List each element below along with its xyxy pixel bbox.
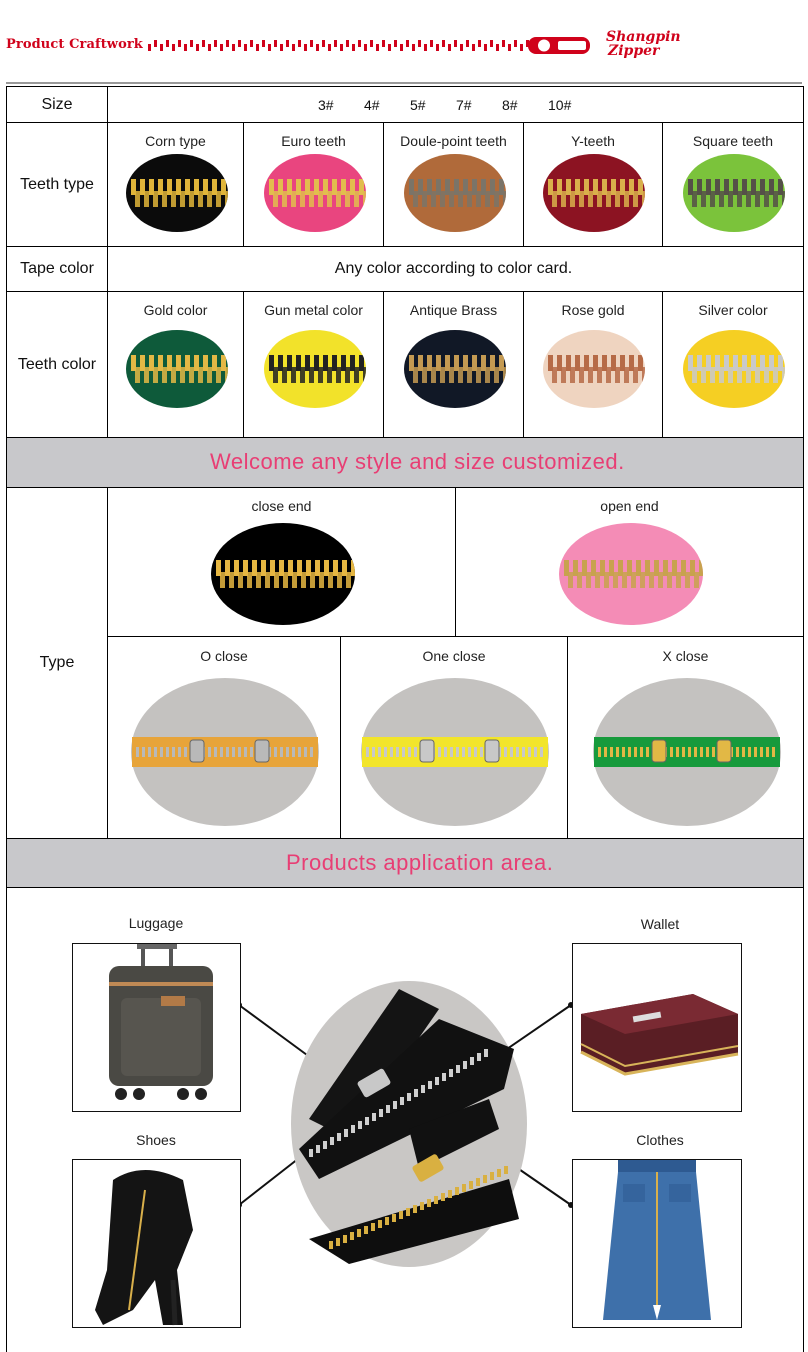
teeth-color-image: [125, 330, 228, 408]
shoes-image: [72, 1159, 241, 1328]
luggage-image: [72, 943, 241, 1112]
customization-banner: Welcome any style and size customized.: [6, 437, 804, 488]
luggage-icon: [109, 944, 213, 1100]
teeth-type-name: Doule-point teeth: [400, 133, 507, 149]
clothes-label: Clothes: [636, 1132, 684, 1148]
size-value: 4#: [364, 97, 380, 113]
teeth-color-cell: Gun metal color: [243, 291, 384, 438]
teeth-type-label-text: Teeth type: [20, 175, 94, 193]
teeth-color-label: Teeth color: [6, 291, 108, 438]
central-zipper-image: [291, 981, 527, 1267]
brand-logo: Shangpin Zipper: [606, 30, 681, 58]
type-close-name: O close: [200, 648, 248, 664]
header-divider: [6, 82, 802, 84]
type-end-name: open end: [600, 498, 659, 514]
teeth-color-name: Antique Brass: [409, 302, 498, 318]
teeth-type-image: [683, 154, 785, 232]
teeth-type-image: [403, 154, 506, 232]
size-label: Size: [6, 86, 108, 123]
brand-line-2: Zipper: [608, 43, 660, 59]
teeth-color-cell: Silver color: [662, 291, 804, 438]
teeth-color-image: [683, 330, 785, 408]
application-area: Luggage Wallet Shoes C: [6, 887, 804, 1352]
teeth-type-name: Corn type: [145, 133, 206, 149]
type-end-cell: close end: [107, 487, 456, 637]
type-label: Type: [6, 487, 108, 839]
type-close-image: [131, 678, 319, 826]
size-value: 5#: [410, 97, 426, 113]
teeth-type-cell: Euro teeth: [243, 122, 384, 247]
type-end-name: close end: [251, 498, 312, 514]
tape-color-label: Tape color: [6, 246, 108, 292]
zipper-banner-graphic: [148, 37, 590, 54]
customization-banner-text: Welcome any style and size customized.: [210, 449, 625, 474]
tape-color-text: Any color according to color card.: [334, 260, 573, 277]
wallet-image: [572, 943, 742, 1112]
teeth-color-name: Gold color: [143, 302, 208, 318]
teeth-color-cell: Rose gold: [523, 291, 663, 438]
teeth-color-name: Rose gold: [561, 302, 625, 318]
type-close-cell: O close: [107, 636, 341, 839]
wallet-icon: [580, 994, 739, 1076]
teeth-type-name: Euro teeth: [281, 133, 346, 149]
type-close-cell: One close: [340, 636, 568, 839]
teeth-type-name: Y-teeth: [571, 133, 615, 149]
shoe-icon: [95, 1170, 193, 1326]
size-value: 3#: [318, 97, 334, 113]
teeth-type-image: [543, 154, 645, 232]
size-values-cell: 3# 4# 5# 7# 8# 10#: [107, 86, 804, 123]
size-value: 10#: [548, 97, 572, 113]
size-values: 3# 4# 5# 7# 8# 10#: [318, 97, 594, 113]
teeth-type-image: [263, 154, 366, 232]
tape-color-label-text: Tape color: [20, 260, 94, 277]
teeth-color-image: [403, 330, 506, 408]
type-close-image: [361, 678, 549, 826]
teeth-type-image: [125, 154, 228, 232]
shoes-label: Shoes: [136, 1132, 176, 1148]
teeth-type-cell: Y-teeth: [523, 122, 663, 247]
page-header: Product Craftwork Shangpin Zipper: [0, 0, 808, 84]
application-banner-text: Products application area.: [286, 850, 554, 875]
header-title: Product Craftwork: [6, 37, 143, 52]
luggage-label: Luggage: [128, 915, 184, 931]
type-close-cell: X close: [567, 636, 804, 839]
type-end-image: [558, 523, 703, 625]
type-close-name: X close: [662, 648, 709, 664]
application-banner: Products application area.: [6, 838, 804, 888]
teeth-color-name: Gun metal color: [264, 302, 363, 318]
tape-color-value-cell: Any color according to color card.: [107, 246, 804, 292]
teeth-type-cell: Square teeth: [662, 122, 804, 247]
size-value: 7#: [456, 97, 472, 113]
brand-line-1: Shangpin: [606, 29, 681, 45]
teeth-color-label-text: Teeth color: [17, 355, 97, 373]
size-label-text: Size: [41, 95, 73, 113]
teeth-type-label: Teeth type: [6, 122, 108, 247]
clothes-image: [572, 1159, 742, 1328]
teeth-color-image: [543, 330, 645, 408]
type-end-image: [210, 523, 355, 625]
size-value: 8#: [502, 97, 518, 113]
teeth-color-name: Silver color: [698, 302, 768, 318]
teeth-type-cell: Doule-point teeth: [383, 122, 524, 247]
teeth-type-cell: Corn type: [107, 122, 244, 247]
teeth-color-cell: Antique Brass: [383, 291, 524, 438]
type-close-name: One close: [422, 648, 486, 664]
type-close-image: [592, 678, 781, 826]
wallet-label: Wallet: [640, 916, 680, 932]
teeth-color-image: [263, 330, 366, 408]
teeth-color-cell: Gold color: [107, 291, 244, 438]
teeth-type-name: Square teeth: [692, 133, 774, 149]
skirt-icon: [603, 1160, 711, 1320]
type-label-text: Type: [39, 654, 75, 671]
type-end-cell: open end: [455, 487, 804, 637]
